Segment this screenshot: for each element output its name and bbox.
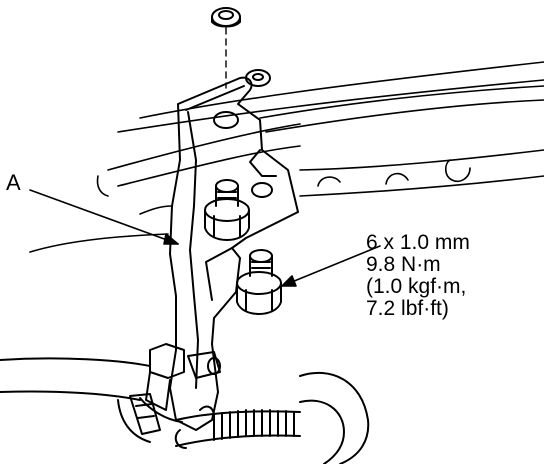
torque-nm-label: 9.8 N·m: [366, 253, 441, 276]
lower-flange-bolt: [236, 249, 282, 315]
leader-arrow-a: [163, 233, 179, 245]
bracket-a: [169, 76, 299, 431]
leader-line-a: [29, 189, 179, 245]
leader-arrow-bolt: [281, 275, 297, 287]
wire-harness: [174, 405, 301, 449]
background-frame: [29, 61, 544, 253]
leader-lines: [29, 189, 381, 287]
top-washer: [211, 7, 241, 89]
upper-flange-bolt: [204, 179, 250, 241]
bolt-size-label: 6 x 1.0 mm: [366, 231, 470, 254]
bolt-torque-spec: 6 x 1.0 mm 9.8 N·m (1.0 kgf·m, 7.2 lbf·f…: [366, 232, 470, 320]
hose-clamp: [129, 343, 221, 435]
lower-hose: [0, 357, 370, 464]
leader-line-bolt: [281, 245, 381, 287]
upper-washer: [245, 69, 271, 87]
part-label-a: A: [6, 170, 21, 195]
torque-kgfm-label: (1.0 kgf·m,: [366, 275, 467, 298]
torque-lbfft-label: 7.2 lbf·ft): [366, 297, 449, 320]
